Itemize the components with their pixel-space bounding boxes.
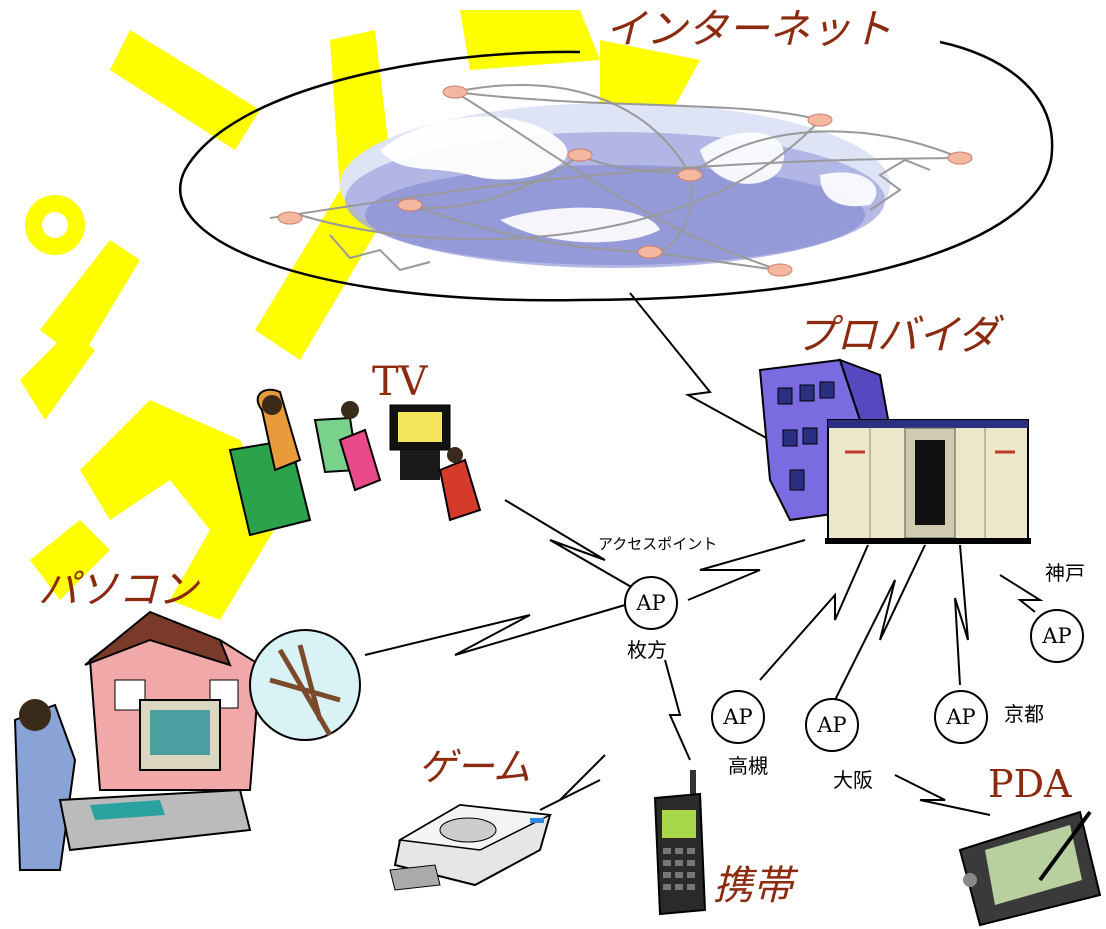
ap-code: AP [1042,624,1072,648]
provider-label: プロバイダ [795,311,999,359]
tv-family-icon [228,388,482,537]
pda-label: PDA [988,762,1072,806]
ap-code: AP [817,713,847,737]
ap-city-takatsuki: 高槻 [728,754,768,778]
ap-city-hirakata: 枚方 [627,638,667,662]
internet-cloud [178,40,1054,302]
access-point-label: アクセスポイント [598,535,718,553]
ap-code: AP [946,705,976,729]
pc-house-icon [13,610,361,871]
ap-city-osaka: 大阪 [833,768,873,792]
ap-code: AP [723,705,753,729]
mobile-phone-icon [653,770,707,916]
ap-city-kobe: 神戸 [1045,561,1085,585]
pda-icon [958,810,1102,927]
ap-node-hirakata: AP [624,576,678,630]
ap-node-kyoto: AP [934,690,988,744]
mobile-label: 携帯 [713,863,793,909]
watermark-art [20,10,700,620]
ap-code: AP [636,591,666,615]
ap-node-kobe: AP [1030,609,1084,663]
server-icon [825,419,1031,544]
tv-label: TV [372,359,428,405]
ap-node-takatsuki: AP [711,690,765,744]
ap-node-osaka: AP [805,698,859,752]
game-label: ゲーム [418,745,531,789]
internet-label: インターネット [605,5,892,53]
ap-city-kyoto: 京都 [1004,702,1044,726]
connection-lines [364,292,1044,816]
game-console-icon [389,803,553,891]
pc-label: パソコン [38,567,198,613]
